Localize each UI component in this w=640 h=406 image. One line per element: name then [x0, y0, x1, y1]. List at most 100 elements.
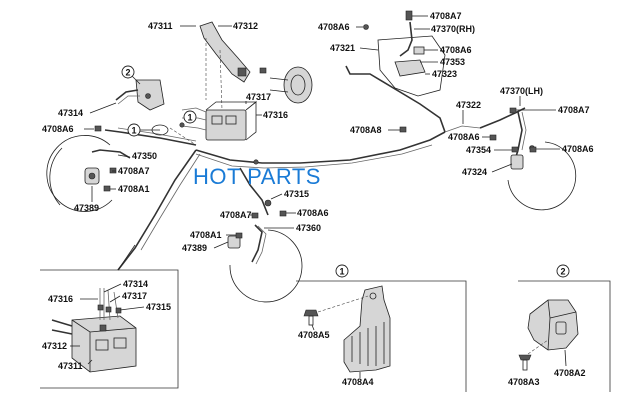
- dash-bolt-4708A5: [317, 295, 369, 313]
- d-leader-47317: [109, 295, 121, 303]
- brake-booster-inner: [290, 74, 306, 96]
- label-47314: 47314: [58, 108, 83, 118]
- label-47389-mid: 47389: [182, 243, 207, 253]
- bolt-4708A8: [399, 126, 407, 133]
- detail-box-1: [296, 280, 467, 392]
- leader-4708A5: [311, 324, 315, 331]
- abs-actuator: [205, 109, 247, 141]
- detail-label-47311: 47311: [58, 361, 83, 371]
- label-4708A8: 4708A8: [350, 125, 382, 135]
- backing-plate: [377, 35, 446, 97]
- clamp-slots: [351, 322, 385, 366]
- fitting-47315: [264, 199, 272, 207]
- detail-box-abs: [40, 269, 179, 389]
- main-pipe-right: [195, 131, 446, 164]
- pipe-to-right-front: [479, 107, 526, 129]
- clamp-hole: [369, 292, 377, 300]
- hose-47350: [91, 149, 131, 159]
- pipe-down-left-2: [140, 153, 201, 251]
- leader-47314: [89, 102, 117, 114]
- bracket-detail-1: 1: [296, 264, 467, 392]
- fitting-a: [179, 122, 185, 128]
- detail-fitting-2: [105, 306, 112, 313]
- bolt-4708A3-shank: [522, 359, 528, 371]
- bolt-4708A6-left: [94, 125, 102, 132]
- detail-pipes-up: [99, 288, 119, 321]
- clip-4708A6-r1: [413, 46, 425, 55]
- part-number-labels: 47311 47312 4708A6 4708A7 47370(RH) 4732…: [42, 11, 594, 387]
- bleeder-left: [88, 172, 96, 180]
- detail-label-47317: 47317: [122, 291, 147, 301]
- label-4708A6-top: 4708A6: [318, 22, 350, 32]
- label-4708A6-mid: 4708A6: [297, 208, 329, 218]
- abs-top: [205, 101, 258, 111]
- detail-fitting-3: [115, 307, 122, 314]
- main-pipe-right-2: [195, 144, 433, 169]
- booster-rod: [269, 77, 289, 93]
- dash-callout-1: [169, 127, 197, 146]
- label-47350: 47350: [132, 151, 157, 161]
- detail-connector: [117, 244, 136, 271]
- abs-side: [245, 101, 257, 141]
- leader-lines: [84, 15, 560, 249]
- detail-label-47314: 47314: [123, 279, 148, 289]
- abs-detail-view: [40, 244, 179, 389]
- label-47317: 47317: [246, 92, 271, 102]
- bracket-47312: [199, 21, 251, 83]
- abs-port-1: [211, 115, 223, 125]
- clamp-4708A4: [343, 285, 391, 373]
- label-47370lh: 47370(LH): [500, 86, 543, 96]
- bolt-4708A7-left: [109, 167, 117, 174]
- left-front-rotor-outline: [46, 135, 113, 212]
- label-47354: 47354: [466, 145, 491, 155]
- bolt-4708A6-r3: [529, 146, 537, 153]
- left-front-wheel-assembly: [46, 135, 131, 212]
- right-wheel-assembly: [507, 111, 577, 211]
- callout-2-top-leader: [131, 75, 141, 85]
- abs-port-2: [225, 115, 237, 125]
- label-47324: 47324: [462, 167, 487, 177]
- label-47312: 47312: [233, 21, 258, 31]
- label-4708A4: 4708A4: [342, 377, 374, 387]
- label-47360: 47360: [296, 223, 321, 233]
- detail-abs-port-2: [113, 337, 127, 349]
- callout-circle-2-top: [121, 65, 135, 79]
- d-leader-47315: [119, 306, 145, 311]
- hose-47370lh-b: [521, 111, 527, 151]
- bracket-detail-2: 2: [518, 264, 611, 392]
- fasteners: [94, 67, 537, 239]
- callout-2-top-text: 2: [125, 68, 130, 78]
- middle-wheel-assembly: [227, 224, 303, 303]
- detail-abs-port: [95, 339, 109, 351]
- label-47321: 47321: [330, 43, 355, 53]
- label-4708A5: 4708A5: [298, 330, 330, 340]
- brake-booster: [283, 66, 313, 104]
- label-4708A7-mid: 4708A7: [220, 210, 252, 220]
- part-47323: [394, 59, 426, 77]
- detail-abs-block: [71, 315, 137, 373]
- upper-right-assembly: [363, 10, 446, 97]
- bolt-4708A5-shank: [308, 315, 314, 326]
- bolt-4708A3-head: [518, 354, 532, 361]
- detail-fitting-1: [97, 304, 104, 311]
- bolt-47312: [259, 67, 267, 74]
- bolt-4708A6-mid: [279, 210, 287, 217]
- detail-label-47315: 47315: [146, 302, 171, 312]
- callout-circle-1-detail: [335, 264, 349, 278]
- hose-47370lh: [514, 111, 523, 161]
- label-4708A6-r1: 4708A6: [440, 45, 472, 55]
- dash-bolt-4708A3: [527, 339, 549, 355]
- detail-pipes-left: [51, 319, 73, 335]
- dash-47312: [219, 49, 223, 111]
- label-4708A1-left: 4708A1: [118, 184, 150, 194]
- label-47389-left: 47389: [74, 203, 99, 213]
- detail-abs-edges: [71, 319, 137, 372]
- hose-47360: [251, 224, 263, 263]
- d-leader-47314: [103, 283, 122, 293]
- bracket-4708A2: [527, 299, 579, 351]
- fitting-b: [253, 159, 259, 165]
- bolt-4708A1-mid: [235, 232, 243, 239]
- tube-47314-b: [117, 95, 140, 105]
- leader-47389-mid: [213, 241, 229, 249]
